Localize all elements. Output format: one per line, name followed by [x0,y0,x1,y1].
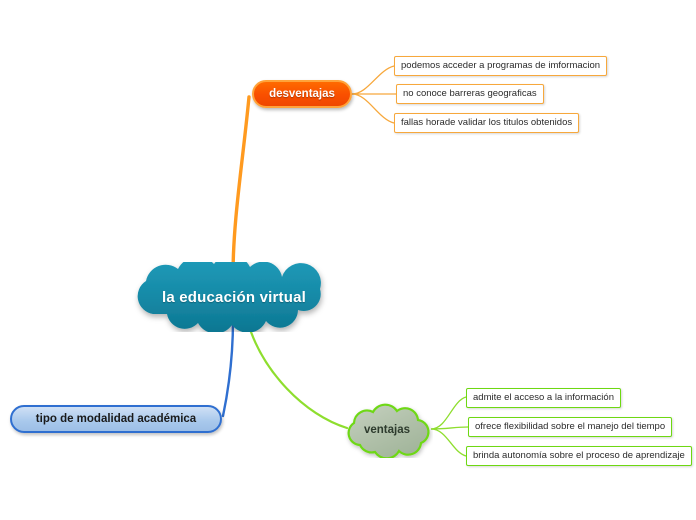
leaf-desventajas-3[interactable]: fallas horade validar los titulos obteni… [394,113,580,133]
edge-ventajas-child-1 [430,396,467,430]
branch-node-desventajas[interactable]: desventajas [252,80,352,108]
edge-desventajas-child-1 [351,65,395,95]
leaf-desventajas-1[interactable]: podemos acceder a programas de imformaci… [394,56,608,76]
edge-center-to-desventajas [231,95,251,277]
branch-node-modalidad-label: tipo de modalidad académica [35,413,197,425]
leaf-ventajas-2[interactable]: ofrece flexibilidad sobre el manejo del … [468,417,673,437]
leaf-ventajas-3-label: brinda autonomía sobre el proceso de apr… [473,450,685,462]
central-node[interactable]: la educación virtual [123,262,345,332]
branch-node-modalidad[interactable]: tipo de modalidad académica [10,405,222,433]
leaf-desventajas-3-label: fallas horade validar los titulos obteni… [401,117,573,129]
leaf-ventajas-2-label: ofrece flexibilidad sobre el manejo del … [475,421,666,433]
edge-ventajas-child-3 [430,428,467,457]
leaf-ventajas-3[interactable]: brinda autonomía sobre el proceso de apr… [466,446,692,466]
leaf-desventajas-2-label: no conoce barreras geograficas [403,88,537,100]
edge-center-to-ventajas [245,318,349,430]
central-node-label: la educación virtual [161,288,307,306]
branch-node-desventajas-label: desventajas [269,88,335,100]
leaf-ventajas-1-label: admite el acceso a la información [473,392,614,404]
branch-node-ventajas-label: ventajas [363,423,411,436]
edge-center-to-modalidad [221,318,235,418]
branch-node-ventajas[interactable]: ventajas [341,401,433,458]
leaf-desventajas-2[interactable]: no conoce barreras geograficas [396,84,544,104]
leaf-desventajas-1-label: podemos acceder a programas de imformaci… [401,60,601,72]
central-node-cloud-shape [137,262,321,332]
edge-ventajas-child-2 [430,426,469,430]
leaf-ventajas-1[interactable]: admite el acceso a la información [466,388,621,408]
edge-desventajas-child-3 [351,93,395,124]
branch-node-ventajas-cloud-shape [347,403,430,458]
